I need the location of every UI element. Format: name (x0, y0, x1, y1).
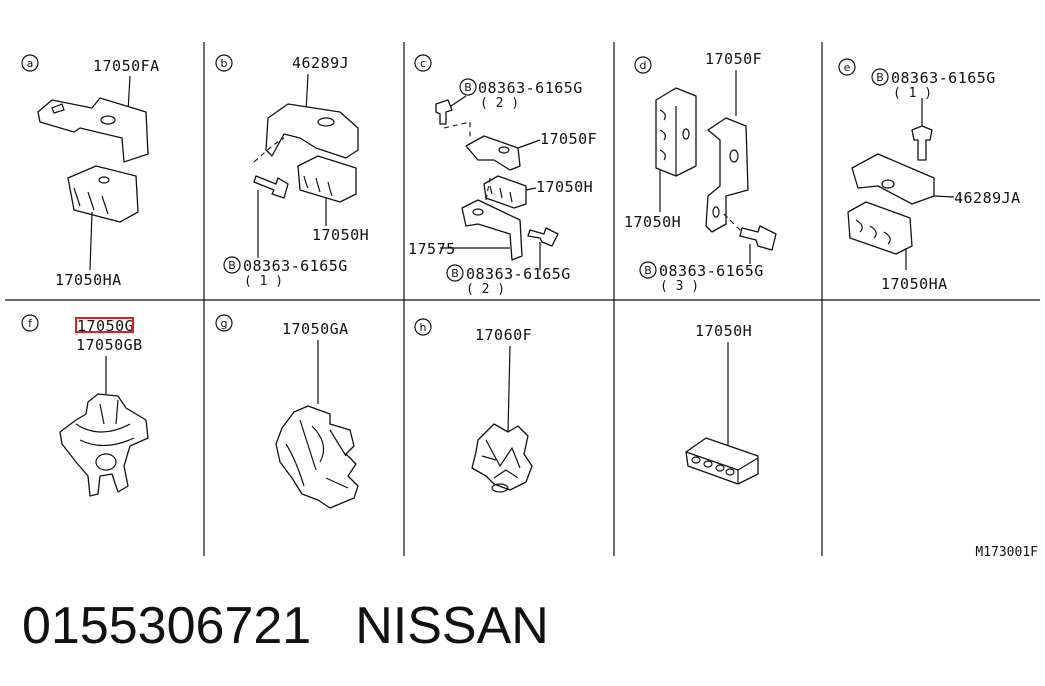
bracket-part[interactable] (851, 153, 935, 205)
panel-d-letter: d (640, 59, 647, 72)
panel-h-letter: h (420, 321, 427, 334)
bolt-marker: B (451, 267, 459, 280)
label-08363-6165G[interactable]: 08363-6165G (659, 262, 764, 280)
panel-a: a 17050FA 17050HA (21, 54, 160, 289)
parts-diagram: a 17050FA 17050HA b 46289J 17050H B 0836… (5, 42, 1040, 560)
bolt-part[interactable] (527, 227, 559, 247)
bolt-qty: ( 3 ) (660, 279, 699, 294)
panel-d: d 17050F 17050H B 08363-6165G ( 3 ) (624, 50, 777, 294)
label-17050H[interactable]: 17050H (536, 178, 593, 196)
bolt-marker: B (228, 259, 236, 272)
bracket-part[interactable] (265, 103, 359, 159)
clip-part[interactable] (67, 165, 139, 223)
bracket-part[interactable] (705, 117, 749, 233)
clip-part[interactable] (275, 405, 359, 509)
bolt-marker: B (876, 71, 884, 84)
panel-b-letter: b (221, 57, 228, 70)
panel-a-letter: a (27, 57, 34, 70)
clip-part[interactable] (685, 437, 759, 485)
bracket-part[interactable] (465, 135, 521, 171)
panel-e-letter: e (844, 61, 851, 74)
label-17050HA[interactable]: 17050HA (55, 271, 122, 289)
label-17060F[interactable]: 17060F (475, 326, 532, 344)
bracket-17575[interactable] (461, 199, 523, 261)
label-46289J[interactable]: 46289J (292, 54, 349, 72)
label-17050F[interactable]: 17050F (705, 50, 762, 68)
label-17050GB[interactable]: 17050GB (76, 336, 143, 354)
brand-name: NISSAN (355, 597, 549, 655)
label-17575[interactable]: 17575 (408, 240, 456, 258)
panel-g-letter: g (221, 317, 228, 330)
panel-c-letter: c (420, 57, 426, 70)
panel-i: 17050H (685, 322, 759, 485)
panel-f: f 17050G 17050GB (21, 314, 149, 497)
bolt-qty: ( 2 ) (480, 96, 519, 111)
panel-b: b 46289J 17050H B 08363-6165G ( 1 ) (215, 54, 369, 289)
bracket-part[interactable] (37, 97, 149, 163)
label-17050G[interactable]: 17050G (77, 317, 134, 335)
bolt-part[interactable] (739, 225, 777, 251)
label-08363-6165G[interactable]: 08363-6165G (478, 79, 583, 97)
label-17050H[interactable]: 17050H (695, 322, 752, 340)
label-08363-6165G[interactable]: 08363-6165G (243, 257, 348, 275)
bolt-part[interactable] (253, 175, 289, 199)
bolt-part[interactable] (435, 99, 453, 125)
label-08363-6165G[interactable]: 08363-6165G (466, 265, 571, 283)
label-46289JA[interactable]: 46289JA (954, 189, 1021, 207)
label-17050GA[interactable]: 17050GA (282, 320, 349, 338)
bolt-qty: ( 1 ) (244, 274, 283, 289)
bolt-qty: ( 1 ) (893, 86, 932, 101)
label-17050F[interactable]: 17050F (540, 130, 597, 148)
panel-f-letter: f (28, 317, 33, 330)
label-17050H[interactable]: 17050H (312, 226, 369, 244)
panel-c: c B 08363-6165G ( 2 ) 17050F 17050H 1757… (408, 54, 597, 297)
label-08363-6165G[interactable]: 08363-6165G (891, 69, 996, 87)
bolt-marker: B (644, 264, 652, 277)
highlight-box (75, 317, 134, 333)
panel-e: e B 08363-6165G ( 1 ) 46289JA 17050HA (838, 58, 1021, 293)
footer: 0155306721 NISSAN (22, 596, 593, 656)
clip-part[interactable] (483, 175, 527, 209)
panel-g: g 17050GA (215, 314, 359, 509)
bolt-marker: B (464, 81, 472, 94)
clip-part[interactable] (847, 201, 913, 255)
part-number: 0155306721 (22, 597, 312, 655)
clip-part[interactable] (471, 423, 533, 491)
bolt-part[interactable] (911, 125, 933, 161)
label-17050HA[interactable]: 17050HA (881, 275, 948, 293)
diagram-code: M173001F (975, 545, 1038, 560)
panel-h: h 17060F (414, 318, 533, 493)
bolt-qty: ( 2 ) (466, 282, 505, 297)
label-17050H[interactable]: 17050H (624, 213, 681, 231)
clip-part[interactable] (297, 155, 357, 203)
grid-lines (5, 42, 1040, 556)
label-17050FA[interactable]: 17050FA (93, 57, 160, 75)
